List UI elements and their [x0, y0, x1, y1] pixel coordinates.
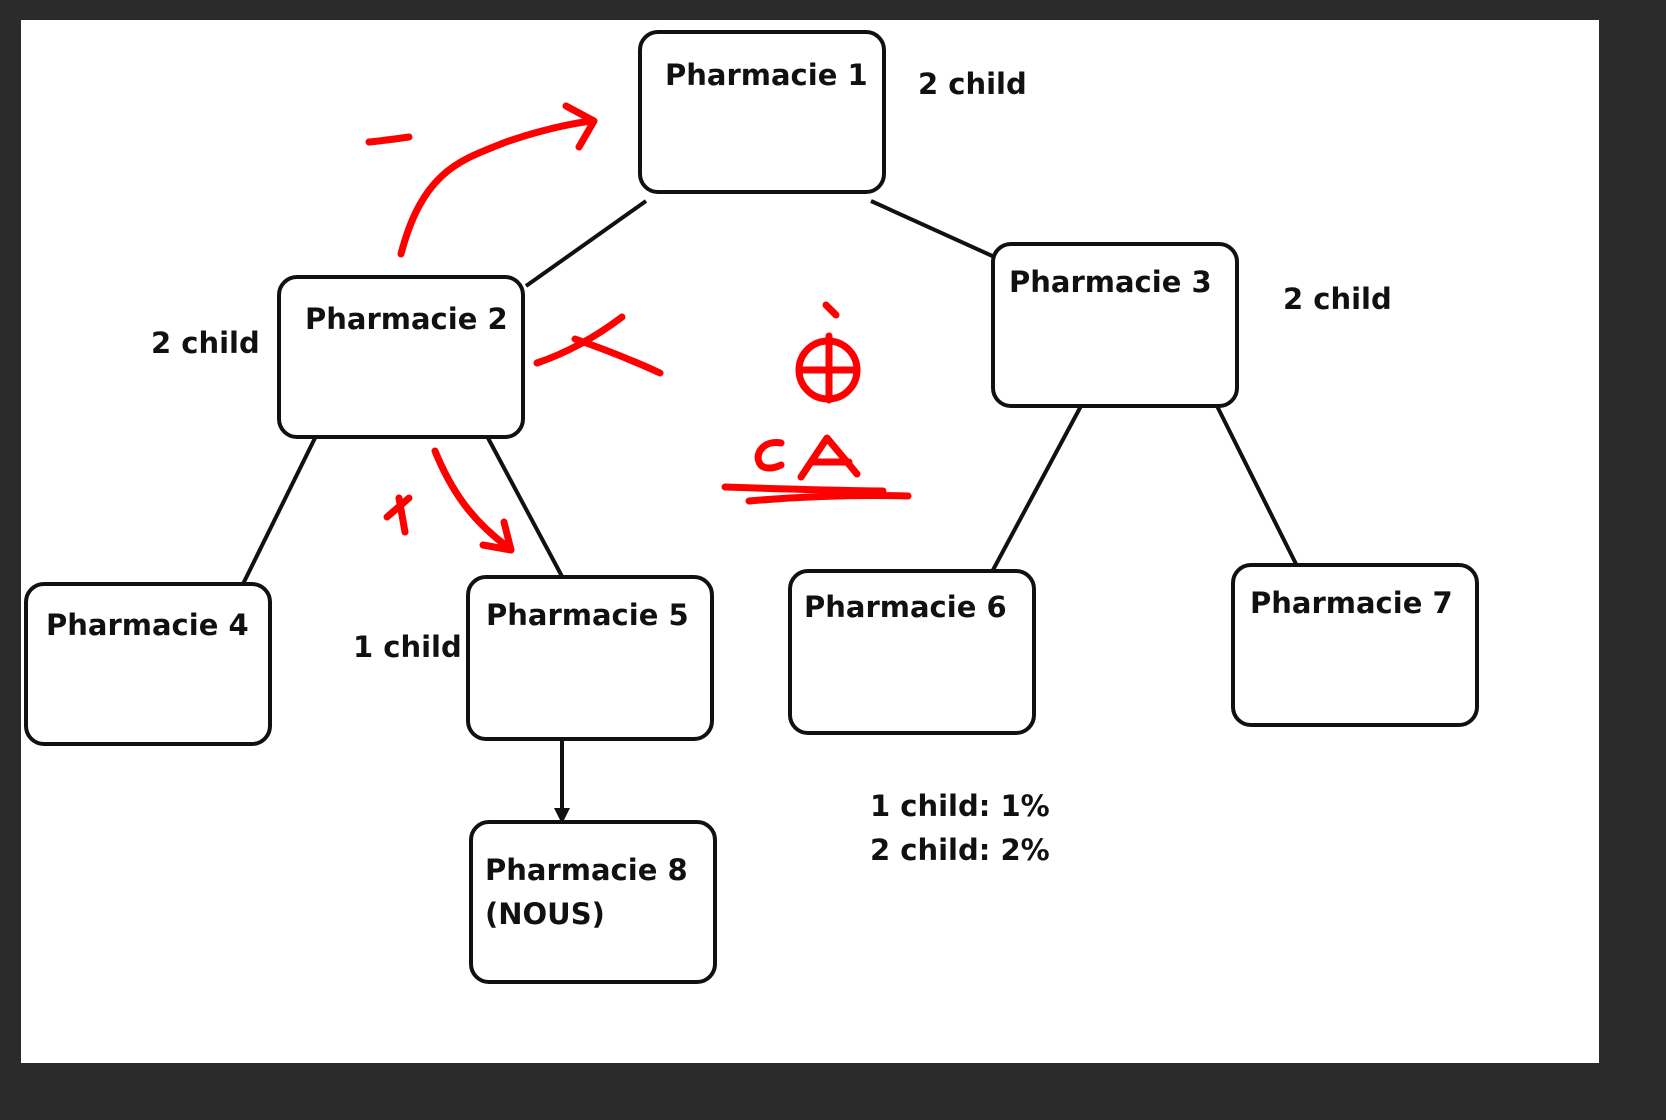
tree-edges: [241, 199, 1299, 824]
node-box: [24, 582, 272, 746]
node-pharmacie-3: Pharmacie 3: [991, 242, 1239, 408]
edge-p1-p3: [870, 199, 1000, 261]
plus-in-circle-mark: [799, 332, 859, 404]
node-label: Pharmacie 4: [46, 608, 249, 642]
arrowhead-down-mark: [479, 518, 515, 554]
node-label: Pharmacie 7: [1250, 586, 1453, 620]
node-label: Pharmacie 8: [485, 853, 688, 887]
cross-stroke-2: [571, 335, 664, 377]
commission-legend: 1 child: 1% 2 child: 2%: [870, 789, 1050, 867]
plus-circle-tick: [822, 301, 840, 319]
node-label: Pharmacie 6: [804, 590, 1007, 624]
curved-arrow-down-mark: [431, 447, 513, 552]
legend-line: 1 child: 1%: [870, 789, 1050, 823]
arrowhead-up-mark: [562, 102, 598, 151]
edge-p2-p4: [241, 437, 317, 585]
child-note-p2: 2 child: [151, 326, 260, 360]
underline-2-mark: [745, 492, 912, 505]
underline-1-mark: [721, 483, 887, 495]
edge-p2-p5: [486, 437, 567, 583]
letter-a-mark: [797, 434, 861, 481]
legend-line: 2 child: 2%: [870, 833, 1050, 867]
node-pharmacie-5: Pharmacie 5: [466, 575, 714, 741]
node-label: Pharmacie 3: [1009, 265, 1212, 299]
node-pharmacie-1: Pharmacie 1: [638, 30, 886, 194]
edge-p3-p6: [991, 405, 1083, 571]
node-sublabel: (NOUS): [485, 897, 605, 931]
minus-sign-mark: [365, 133, 413, 146]
edge-p1-p2: [524, 199, 648, 288]
node-pharmacie-2: Pharmacie 2: [277, 275, 525, 439]
node-pharmacie-7: Pharmacie 7: [1231, 563, 1479, 727]
pharmacy-tree-diagram: Pharmacie 1 Pharmacie 2 Pharmacie 3 Phar…: [24, 30, 1479, 984]
node-box: [638, 30, 886, 194]
node-label: Pharmacie 2: [305, 302, 508, 336]
node-pharmacie-6: Pharmacie 6: [788, 569, 1036, 735]
drawing-canvas: Pharmacie 1 Pharmacie 2 Pharmacie 3 Phar…: [21, 20, 1599, 1063]
curved-arrow-up-mark: [397, 117, 595, 258]
child-note-p1: 2 child: [918, 67, 1027, 101]
handwritten-annotations: [365, 102, 912, 554]
edge-p3-p7: [1215, 405, 1299, 567]
letter-c-mark: [754, 439, 785, 472]
node-box: [1231, 563, 1479, 727]
child-note-p3: 2 child: [1283, 282, 1392, 316]
node-box: [277, 275, 525, 439]
node-box: [469, 820, 717, 984]
node-box: [466, 575, 714, 741]
arrowhead-p5-p8: [554, 808, 570, 824]
node-box: [788, 569, 1036, 735]
node-pharmacie-8: Pharmacie 8 (NOUS): [469, 820, 717, 984]
node-label: Pharmacie 5: [486, 598, 689, 632]
plus-sign-mark: [383, 494, 413, 536]
node-pharmacie-4: Pharmacie 4: [24, 582, 272, 746]
child-note-p5: 1 child: [353, 630, 462, 664]
node-label: Pharmacie 1: [665, 58, 868, 92]
node-box: [991, 242, 1239, 408]
